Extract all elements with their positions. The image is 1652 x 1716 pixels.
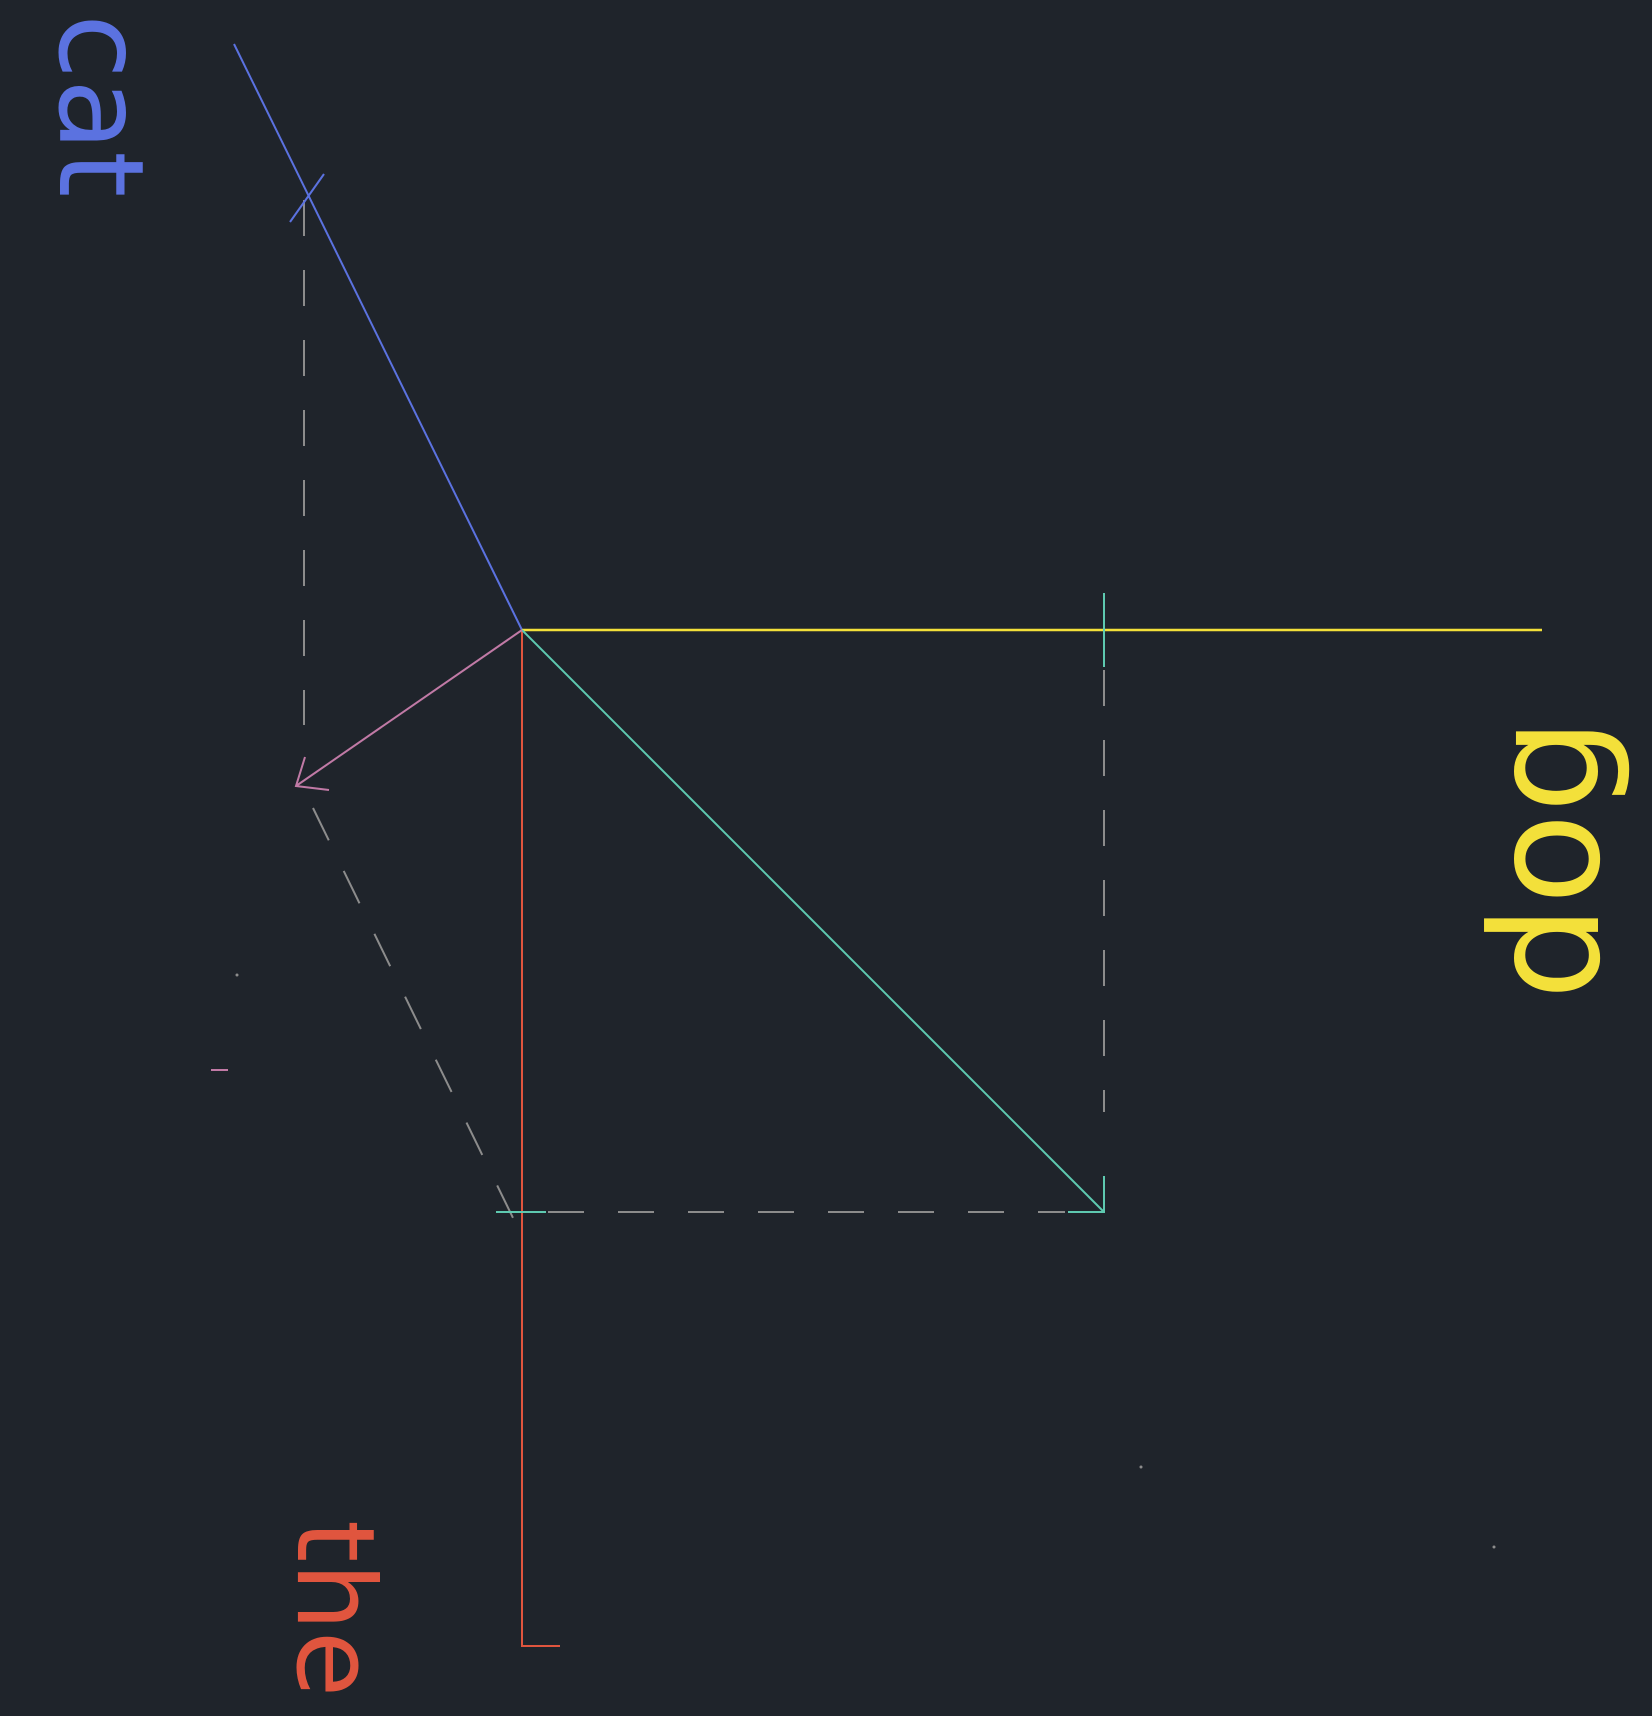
guide-result-to-the xyxy=(312,807,516,1223)
speck-dot xyxy=(1139,1465,1143,1469)
cat-vector xyxy=(233,43,523,631)
result-arrowhead xyxy=(294,756,330,791)
speck-dot xyxy=(235,973,239,977)
speck-dot xyxy=(1492,1545,1496,1549)
label-cat: cat xyxy=(32,14,170,197)
sum-vector xyxy=(521,629,1105,1213)
label-dog: dog xyxy=(1460,718,1634,1000)
the-vector xyxy=(521,630,560,1647)
label-the: the xyxy=(272,1520,397,1697)
cat-tick xyxy=(289,173,325,223)
result-vector xyxy=(294,629,523,791)
guide-lines xyxy=(303,200,1105,1223)
sum-arrowhead xyxy=(1068,1176,1105,1213)
